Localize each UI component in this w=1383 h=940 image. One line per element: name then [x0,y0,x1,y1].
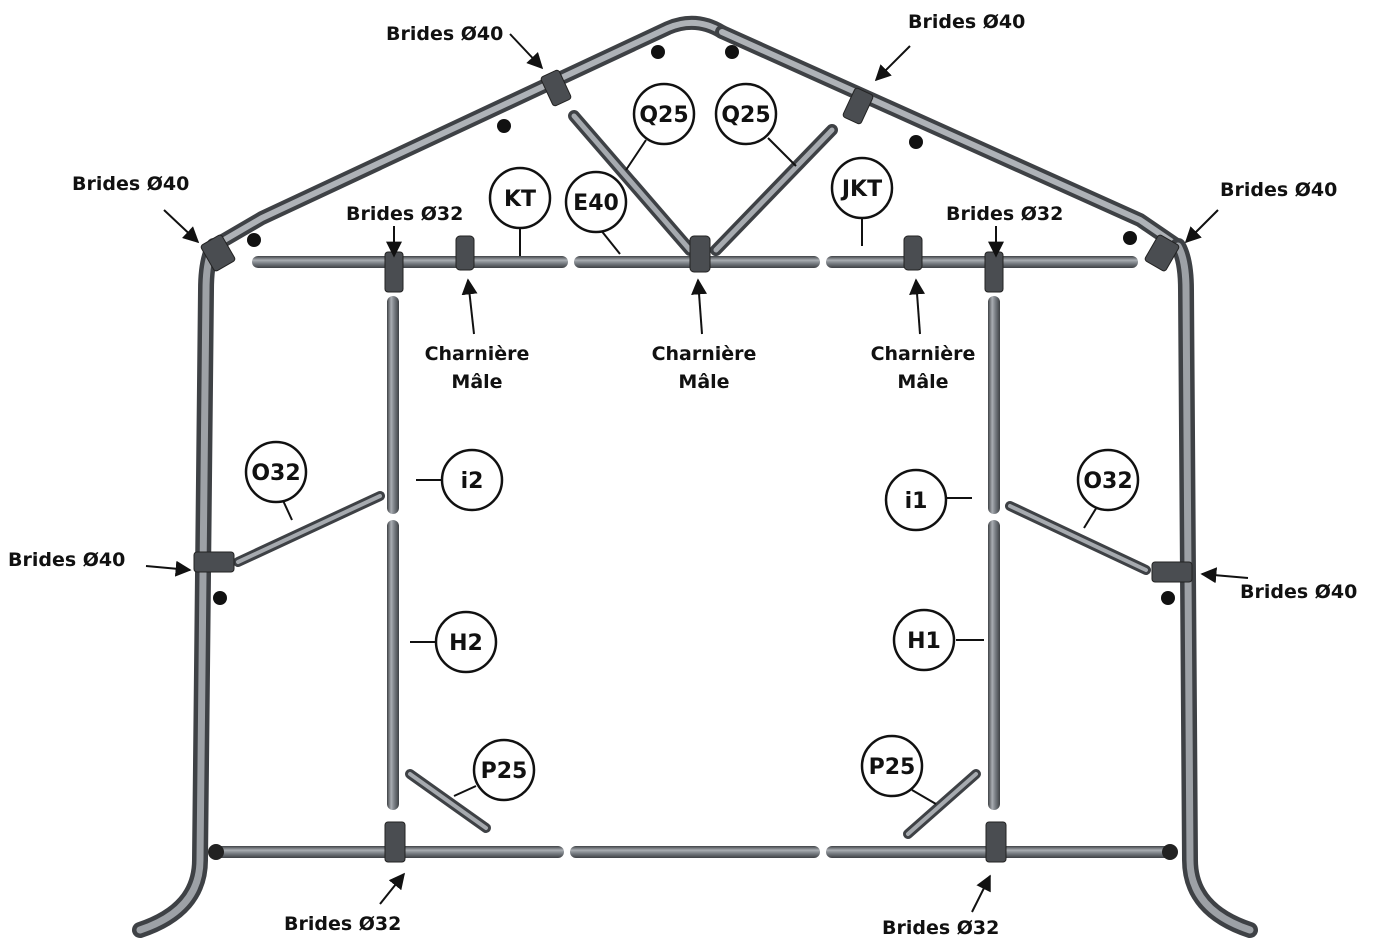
label-brides32-left: Brides Ø32 [346,203,463,225]
clamp-bottom-right [985,821,1007,863]
brackets [193,69,1193,863]
part-h2: H2 [449,631,483,656]
part-q25-left: Q25 [639,103,688,128]
part-i1: i1 [905,489,928,514]
clamp-top-right-post [984,251,1004,293]
callout-e40 [564,170,628,234]
callout-p25-right [860,734,924,798]
callout-o32-right [1076,448,1140,512]
callout-h2 [434,610,498,674]
clamp-roof-left [540,69,572,107]
clamp-top-left-post [384,251,404,293]
label-brides32-bottom-left: Brides Ø32 [284,913,401,935]
hinge-left [455,235,475,271]
part-kt: KT [504,187,536,212]
callout-q25-left [632,82,696,146]
part-e40: E40 [573,191,619,216]
clamp-corner-left [200,234,236,272]
callouts [244,82,1140,802]
crossbar-kt [252,256,568,268]
post-i1 [988,296,1000,514]
labels: Brides Ø40 Brides Ø40 Brides Ø40 Brides … [8,11,1357,939]
callout-o32-left [244,440,308,504]
clamp-bottom-left [384,821,406,863]
part-h1: H1 [907,629,941,654]
label-brides40-top-left: Brides Ø40 [386,23,503,45]
post-h2 [387,520,399,810]
label-brides40-mid-left: Brides Ø40 [8,549,125,571]
label-brides40-top-right: Brides Ø40 [908,11,1025,33]
label-brides32-right: Brides Ø32 [946,203,1063,225]
callout-kt [488,166,552,230]
part-q25-right: Q25 [721,103,770,128]
hinge-right [903,235,923,271]
clamp-wall-left [193,551,235,573]
post-i2 [387,296,399,514]
part-o32-right: O32 [1083,469,1132,494]
callout-h1 [892,608,956,672]
clamp-wall-right [1151,561,1193,583]
clamp-roof-right [842,87,874,125]
part-i2: i2 [461,469,484,494]
label-charniere-center-1: Charnière [652,343,757,365]
label-brides40-right-corner: Brides Ø40 [1220,179,1337,201]
part-p25-left: P25 [481,759,528,784]
callout-i2 [440,448,504,512]
knobs [213,45,1175,605]
bottom-bar-center [570,846,820,858]
label-charniere-right-2: Mâle [897,371,948,393]
part-o32-left: O32 [251,461,300,486]
callout-q25-right [714,82,778,146]
post-h1 [988,520,1000,810]
callout-p25-left [472,738,536,802]
label-charniere-center-2: Mâle [678,371,729,393]
callout-texts: Q25 Q25 KT E40 JKT O32 O32 i2 i1 H2 H1 P… [251,103,1132,784]
label-brides32-bottom-right: Brides Ø32 [882,917,999,939]
label-brides40-left-corner: Brides Ø40 [72,173,189,195]
part-jkt: JKT [840,177,882,202]
label-brides40-mid-right: Brides Ø40 [1240,581,1357,603]
crossbar-jkt [826,256,1138,268]
clamp-corner-right [1144,234,1180,272]
label-charniere-left-2: Mâle [451,371,502,393]
part-p25-right: P25 [869,755,916,780]
label-charniere-right-1: Charnière [871,343,976,365]
callout-i1 [884,468,948,532]
callout-jkt [830,156,894,220]
label-charniere-left-1: Charnière [425,343,530,365]
arrows [145,33,1249,913]
hinge-center [689,235,711,273]
